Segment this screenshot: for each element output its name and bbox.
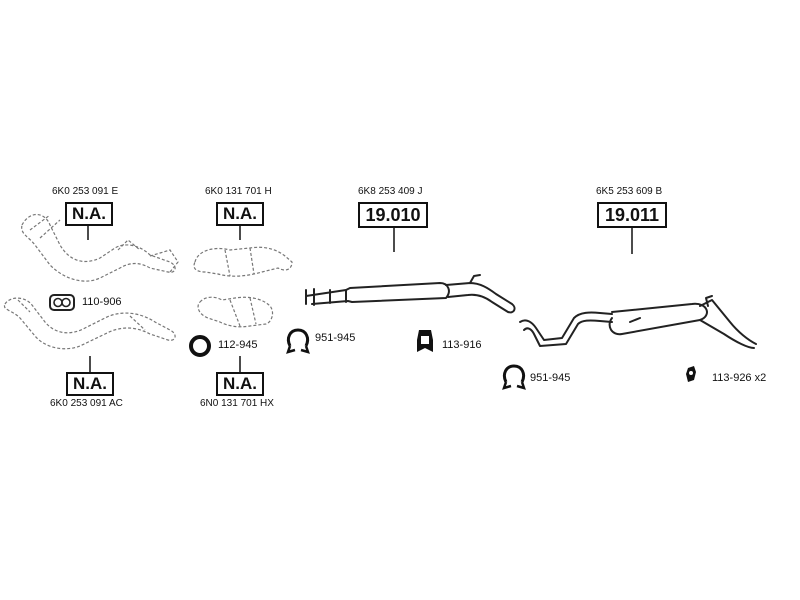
part-code-box: N.A. xyxy=(66,372,114,396)
part-ref: 6K0 131 701 H xyxy=(205,186,272,197)
accessory-label: 113-926 x2 xyxy=(712,372,767,384)
ring-icon xyxy=(189,335,211,357)
accessory-label: 113-916 xyxy=(442,339,482,351)
accessory-label: 112-945 xyxy=(218,339,258,351)
front-silencer-drawing xyxy=(305,274,516,314)
hanger-icon xyxy=(686,366,696,382)
accessory-label: 951-945 xyxy=(315,332,356,344)
accessory-label: 110-906 xyxy=(82,296,122,308)
part-ref: 6N0 131 701 HX xyxy=(200,398,274,409)
part-code-box: 19.010 xyxy=(358,202,428,228)
catalytic-converter-2-drawing xyxy=(197,296,274,328)
downpipe-drawing xyxy=(3,297,176,350)
clamp-icon xyxy=(286,328,310,354)
clamp-2-icon xyxy=(502,364,526,390)
part-code-box: N.A. xyxy=(216,372,264,396)
rubber-mount-icon xyxy=(417,330,433,352)
exhaust-manifold-drawing xyxy=(21,213,179,282)
part-code-box: N.A. xyxy=(65,202,113,226)
catalytic-converter-drawing xyxy=(193,246,293,277)
part-code-box: N.A. xyxy=(216,202,264,226)
part-ref: 6K0 253 091 E xyxy=(52,186,119,197)
part-ref: 6K8 253 409 J xyxy=(358,186,423,197)
part-ref: 6K0 253 091 AC xyxy=(50,398,123,409)
part-ref: 6K5 253 609 B xyxy=(596,186,663,197)
accessory-label: 951-945 xyxy=(530,372,571,384)
gasket-icon xyxy=(49,294,75,311)
rear-silencer-drawing xyxy=(519,295,757,349)
part-code-box: 19.011 xyxy=(597,202,667,228)
